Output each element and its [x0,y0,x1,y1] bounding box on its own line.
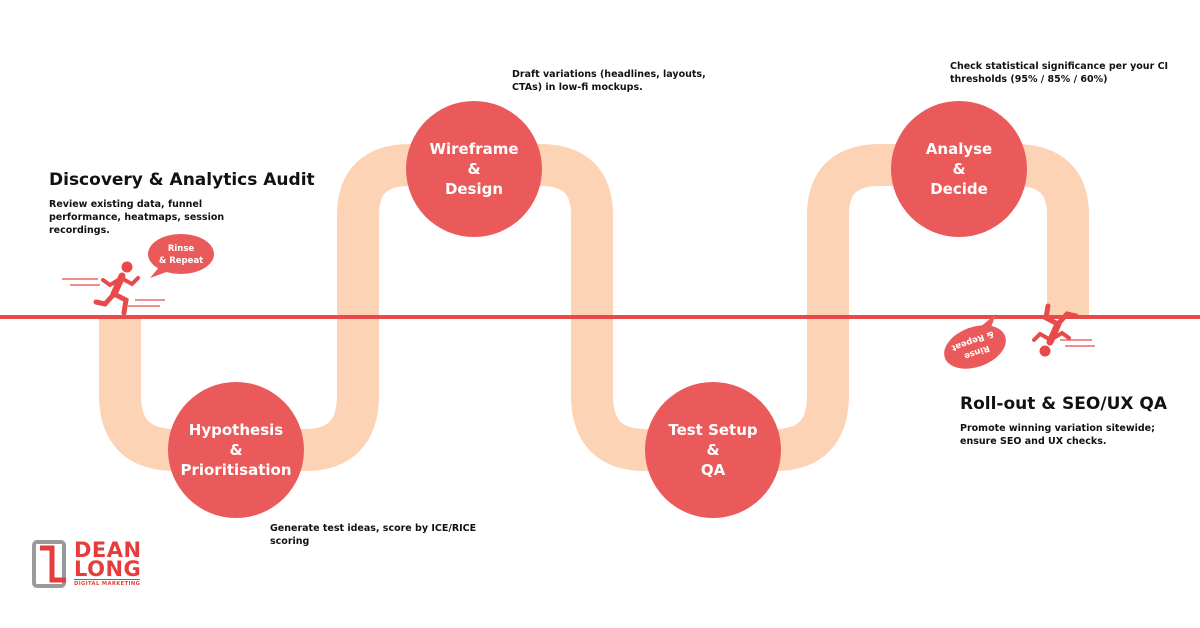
description-line: scoring [270,536,310,547]
step-hypothesis-prioritisation: Hypothesis & Prioritisation [168,382,304,518]
description-line: CTAs) in low-fi mockups. [512,82,643,93]
description-line: performance, heatmaps, session [49,212,225,223]
rinse-repeat-bubble-left: Rinse & Repeat [148,234,214,278]
step-label-line: QA [700,461,726,479]
wireframe-description: Draft variations (headlines, layouts, CT… [512,68,706,94]
logo-tagline: DIGITAL MARKETING [74,579,141,587]
step-label-line: & [952,160,966,178]
step-analyse-decide: Analyse & Decide [891,101,1027,237]
step-label-line: Wireframe [429,140,519,158]
runner-icon-inverted [1032,303,1079,357]
brand-logo: DEAN LONG DIGITAL MARKETING [32,540,142,588]
step-label-line: Test Setup [668,421,758,439]
description-line: ensure SEO and UX checks. [960,436,1107,447]
step-wireframe-design: Wireframe & Design [406,101,542,237]
description-line: Promote winning variation sitewide; [960,423,1155,434]
description-line: Review existing data, funnel [49,199,203,210]
description-line: thresholds (95% / 85% / 60%) [950,74,1108,85]
step-label-line: & [467,160,481,178]
hypothesis-description: Generate test ideas, score by ICE/RICE s… [270,522,476,548]
rinse-repeat-bubble-right: Rinse & Repeat [944,313,1006,369]
bubble-text-line: & Repeat [159,256,203,266]
step-label-line: Design [444,180,504,198]
bubble-text-line: Rinse [168,244,195,254]
discovery-title: Discovery & Analytics Audit [49,170,315,190]
step-label-line: Decide [930,180,988,198]
description-line: Generate test ideas, score by ICE/RICE [270,523,477,534]
logo-word-long: LONG [74,557,142,581]
step-label-line: & [229,441,243,459]
step-label-line: & [706,441,720,459]
runner-icon [93,261,140,316]
speed-lines-right [1060,339,1095,347]
description-line: Check statistical significance per your … [950,61,1169,72]
step-label-line: Hypothesis [188,421,284,439]
rollout-description: Promote winning variation sitewide; ensu… [960,422,1155,448]
step-test-setup-qa: Test Setup & QA [645,382,781,518]
speed-lines-left [62,278,165,307]
process-path [99,144,1089,471]
analyse-description: Check statistical significance per your … [950,60,1168,86]
logo-word-dean: DEAN [74,538,142,562]
description-line: recordings. [49,225,110,236]
step-label-line: Prioritisation [180,461,292,479]
rollout-title: Roll-out & SEO/UX QA [960,394,1168,414]
description-line: Draft variations (headlines, layouts, [512,69,706,80]
step-label-line: Analyse [925,140,993,158]
discovery-description: Review existing data, funnel performance… [49,198,224,237]
logo-mark-icon [32,540,66,588]
